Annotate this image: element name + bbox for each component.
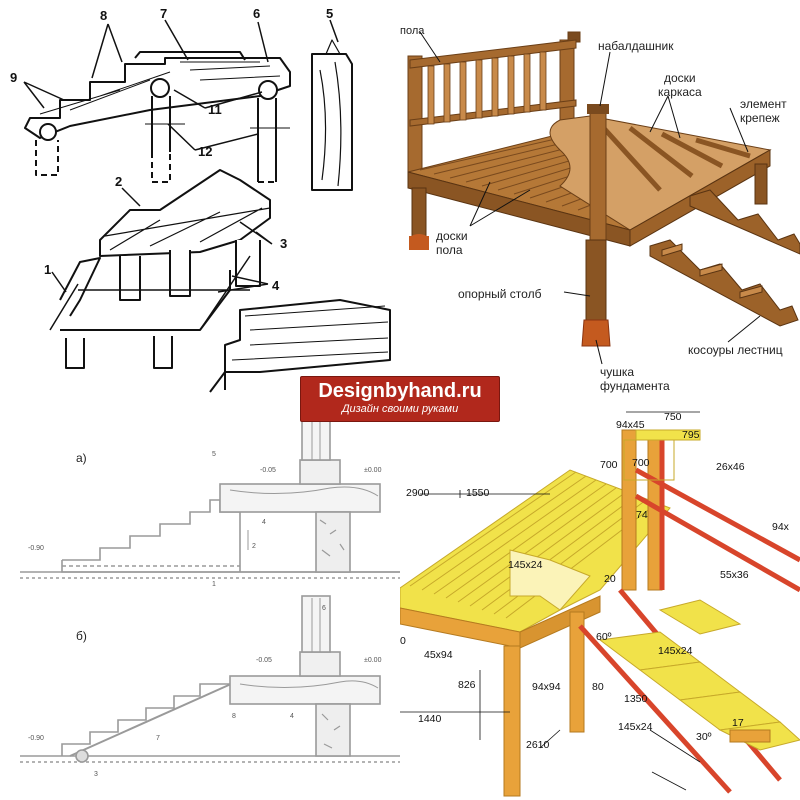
section-b	[20, 595, 400, 763]
dim-1440: 1440	[418, 713, 442, 725]
callout-3: 3	[280, 236, 287, 251]
dimensioned-model-drawing: 750 94x45 795 700 700 26x46 2900 1550 74…	[400, 411, 800, 797]
callout-9: 9	[10, 70, 17, 85]
callout-b-6: 6	[322, 605, 326, 612]
dim-94x94: 94x94	[532, 681, 561, 693]
label-support-post: опорный столб	[458, 287, 542, 301]
section-a-label: а)	[76, 451, 87, 465]
label-railing: пола	[400, 25, 425, 37]
dim-2610: 2610	[526, 739, 550, 751]
callout-b-8: 8	[232, 713, 236, 720]
label-floor-boards-2: пола	[436, 243, 463, 257]
dim-795: 795	[682, 429, 700, 441]
level-a-low: -0.90	[28, 545, 44, 552]
section-a	[20, 405, 400, 579]
dimensioned-model-panel: 750 94x45 795 700 700 26x46 2900 1550 74…	[400, 400, 800, 800]
label-fasteners-2: крепеж	[740, 111, 780, 125]
callout-8: 8	[100, 8, 107, 23]
dim-26x46: 26x46	[716, 461, 745, 473]
level-a-mid: -0.05	[260, 467, 276, 474]
callout-4: 4	[272, 278, 280, 293]
section-b-label: б)	[76, 629, 87, 643]
frame-joists	[598, 122, 751, 192]
dim-145x24c: 145x24	[618, 721, 653, 733]
level-b-low: -0.90	[28, 735, 44, 742]
callout-a-4: 4	[262, 519, 266, 526]
label-foundation-1: чушка	[600, 365, 634, 379]
label-fasteners-1: элемент	[740, 97, 787, 111]
dim-55x36: 55x36	[720, 569, 749, 581]
dim-700b: 700	[632, 457, 650, 469]
dim-45x94: 45x94	[424, 649, 453, 661]
callout-5: 5	[326, 6, 333, 21]
callout-b-7: 7	[156, 735, 160, 742]
callout-7: 7	[160, 6, 167, 21]
callout-6: 6	[253, 6, 260, 21]
stair-sketch-panel: 8 9 7 6 5 11 12 2 3 1 4	[0, 0, 400, 400]
dim-1350: 1350	[624, 693, 648, 705]
level-b-mid: -0.05	[256, 657, 272, 664]
dim-17: 17	[732, 717, 744, 729]
dim-750: 750	[664, 411, 682, 423]
dim-145x24b: 145x24	[658, 645, 693, 657]
deck-illustration: пола набалдашник доски каркаса элемент к…	[400, 25, 800, 393]
callout-2: 2	[115, 174, 122, 189]
dim-826: 826	[458, 679, 476, 691]
label-frame-boards-2: каркаса	[658, 85, 702, 99]
dim-700a: 700	[600, 459, 618, 471]
callout-a-2: 2	[252, 543, 256, 550]
railing-balusters	[427, 51, 547, 125]
level-a-top: ±0.00	[364, 467, 382, 474]
dim-94x45: 94x45	[616, 419, 645, 431]
callout-b-4: 4	[290, 713, 294, 720]
site-watermark-badge: Designbyhand.ru Дизайн своими руками	[300, 376, 500, 422]
callout-1: 1	[44, 262, 51, 277]
dim-94x: 94x	[772, 521, 790, 533]
label-foundation-2: фундамента	[600, 379, 670, 393]
dim-30: 30º	[696, 731, 712, 743]
dim-2900: 2900	[406, 487, 430, 499]
stair-sections-drawing: -0.90 -0.05 ±0.00 а) 5 6 4 2 1 -0.90 -0.…	[20, 405, 400, 778]
label-floor-boards-1: доски	[436, 229, 468, 243]
watermark-subtitle: Дизайн своими руками	[341, 403, 459, 415]
label-post-cap: набалдашник	[598, 39, 674, 53]
stair-sections-panel: -0.90 -0.05 ±0.00 а) 5 6 4 2 1 -0.90 -0.…	[0, 400, 400, 800]
dim-20: 20	[604, 573, 616, 585]
watermark-title: Designbyhand.ru	[318, 380, 482, 402]
dim-1550: 1550	[466, 487, 490, 499]
dim-80: 80	[592, 681, 604, 693]
callout-b-3: 3	[94, 771, 98, 778]
deck-boards	[409, 471, 657, 619]
stair-sketch-drawing: 8 9 7 6 5 11 12 2 3 1 4	[10, 6, 391, 393]
level-b-top: ±0.00	[364, 657, 382, 664]
callout-11: 11	[208, 102, 222, 117]
callout-a-1: 1	[212, 581, 216, 588]
dim-0: 0	[400, 635, 406, 647]
label-frame-boards-1: доски	[664, 71, 696, 85]
dim-74: 74	[636, 509, 648, 521]
deck-illustration-panel: пола набалдашник доски каркаса элемент к…	[400, 0, 800, 400]
label-stringers: косоуры лестниц	[688, 343, 783, 357]
callout-12: 12	[198, 144, 212, 159]
dim-60: 60º	[596, 631, 612, 643]
callout-a-5: 5	[212, 451, 216, 458]
dim-145x24a: 145x24	[508, 559, 543, 571]
